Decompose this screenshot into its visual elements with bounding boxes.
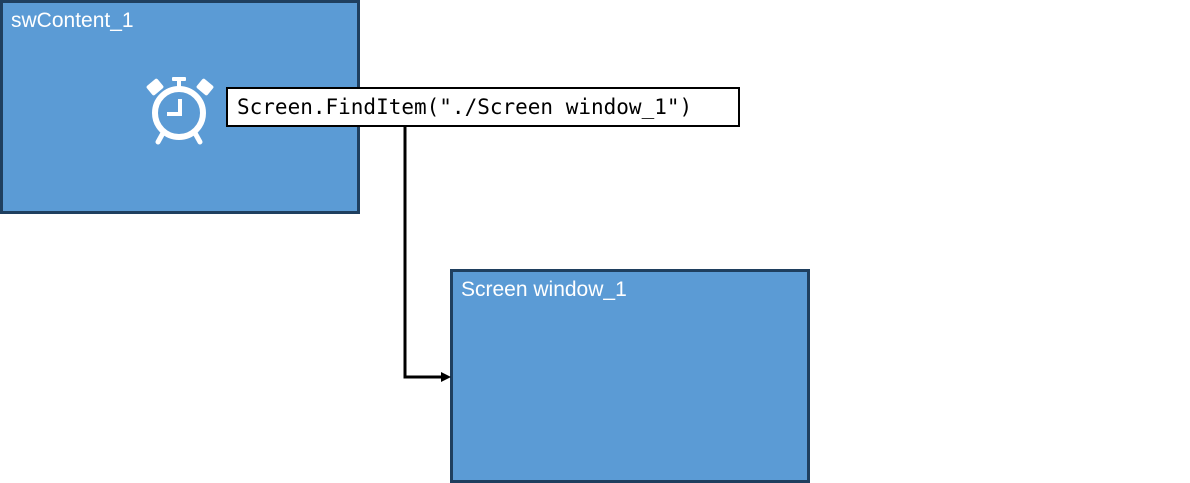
source-window-label: swContent_1 bbox=[11, 9, 134, 32]
alarm-clock-icon bbox=[146, 77, 214, 145]
target-window-label: Screen window_1 bbox=[461, 278, 627, 301]
target-screen-window: Screen window_1 bbox=[450, 269, 810, 483]
find-item-code-label: Screen.FindItem("./Screen window_1") bbox=[226, 87, 740, 127]
arrowhead-icon bbox=[441, 372, 451, 382]
